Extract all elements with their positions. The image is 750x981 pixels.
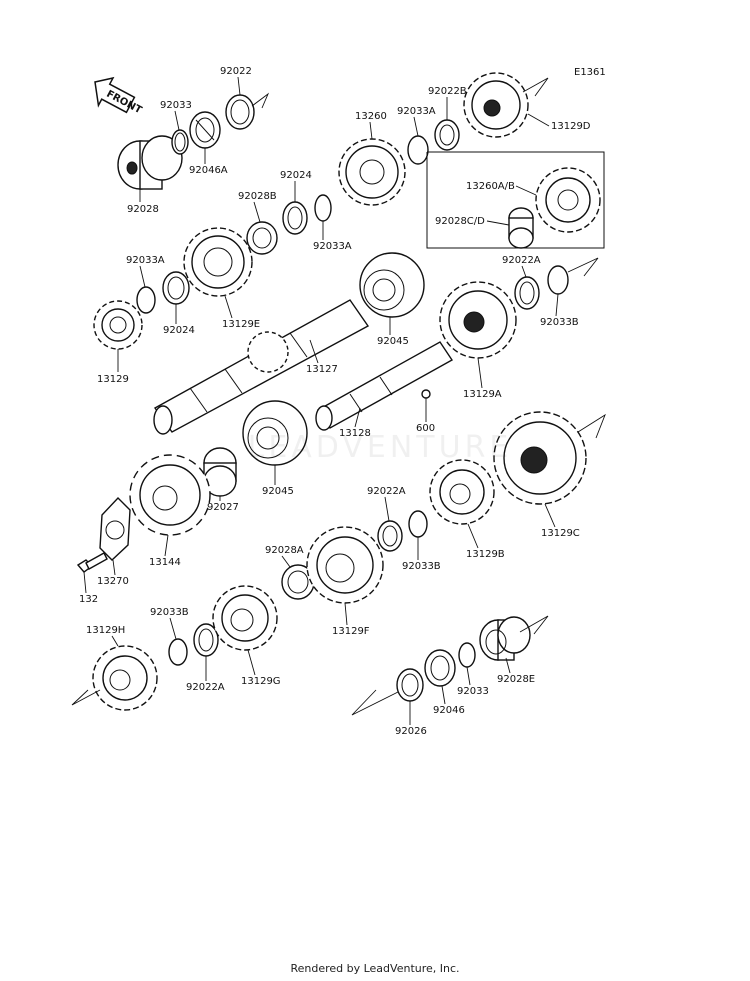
part-washer-92022A-mid[interactable] xyxy=(377,520,403,552)
label-92033A-mid: 92033A xyxy=(313,241,352,252)
label-92024-left: 92024 xyxy=(163,325,195,336)
label-92022-top: 92022 xyxy=(220,66,252,77)
part-washer-92024-left[interactable] xyxy=(162,271,190,305)
part-ring-92033A-top[interactable] xyxy=(407,135,429,165)
part-washer-92022[interactable] xyxy=(225,94,255,130)
label-13129G: 13129G xyxy=(241,676,281,687)
part-gear-13129E[interactable] xyxy=(183,227,253,297)
part-bush-92028B[interactable] xyxy=(246,221,278,255)
diagram-code: E1361 xyxy=(574,67,606,78)
part-gear-13129B[interactable] xyxy=(429,459,495,525)
part-ring-92033A-mid[interactable] xyxy=(314,194,332,222)
label-92033B-low: 92033B xyxy=(150,607,189,618)
part-washer-92022A-low[interactable] xyxy=(193,623,219,657)
part-washer-92022A-top[interactable] xyxy=(514,276,540,310)
part-gear-13129C[interactable] xyxy=(493,411,587,505)
part-ring-92033A-left[interactable] xyxy=(136,286,156,314)
label-92028CD: 92028C/D xyxy=(435,216,485,227)
part-gear-13129F[interactable] xyxy=(306,526,384,604)
label-13260AB: 13260A/B xyxy=(466,181,515,192)
label-92022A-top: 92022A xyxy=(502,255,541,266)
label-13129B: 13129B xyxy=(466,549,505,560)
label-92033B-top: 92033B xyxy=(540,317,579,328)
label-13260: 13260 xyxy=(355,111,387,122)
part-washer-92022B[interactable] xyxy=(434,119,460,151)
label-13129A: 13129A xyxy=(463,389,502,400)
label-13144: 13144 xyxy=(149,557,181,568)
part-ring-92033-low[interactable] xyxy=(458,642,476,668)
label-92028E: 92028E xyxy=(497,674,535,685)
part-bush-92027[interactable] xyxy=(203,447,237,497)
label-92028A: 92028A xyxy=(265,545,304,556)
label-13129E: 13129E xyxy=(222,319,260,330)
inset-box xyxy=(426,151,605,249)
part-ball-600[interactable] xyxy=(421,389,431,399)
label-92033B-mid: 92033B xyxy=(402,561,441,572)
part-shaft-13128[interactable] xyxy=(315,341,454,431)
label-92045-top: 92045 xyxy=(377,336,409,347)
label-92022B: 92022B xyxy=(428,86,467,97)
part-gear-13129G[interactable] xyxy=(212,585,278,651)
label-92024-top: 92024 xyxy=(280,170,312,181)
part-sprocket-13144[interactable] xyxy=(129,454,211,536)
label-13129D: 13129D xyxy=(551,121,591,132)
label-13129F: 13129F xyxy=(332,626,370,637)
part-gear-13129[interactable] xyxy=(93,300,143,350)
label-600: 600 xyxy=(416,423,435,434)
label-132: 132 xyxy=(79,594,98,605)
part-plate-13270[interactable] xyxy=(99,496,131,561)
label-92046: 92046 xyxy=(433,705,465,716)
part-bush-92028CD[interactable] xyxy=(508,207,534,249)
part-bearing-92046[interactable] xyxy=(424,649,456,687)
label-92028-top: 92028 xyxy=(127,204,159,215)
label-92027: 92027 xyxy=(207,502,239,513)
label-92026: 92026 xyxy=(395,726,427,737)
label-92033A-left: 92033A xyxy=(126,255,165,266)
front-arrow-icon: FRONT xyxy=(94,76,144,116)
label-13128: 13128 xyxy=(339,428,371,439)
label-92033-low: 92033 xyxy=(457,686,489,697)
part-ring-92033B-mid[interactable] xyxy=(408,510,428,538)
label-13270: 13270 xyxy=(97,576,129,587)
label-92045-mid: 92045 xyxy=(262,486,294,497)
part-gear-13129A[interactable] xyxy=(439,281,517,359)
label-13129H: 13129H xyxy=(86,625,125,636)
part-gear-13260AB[interactable] xyxy=(535,167,601,233)
label-92028B: 92028B xyxy=(238,191,277,202)
part-ring-92033[interactable] xyxy=(171,129,189,155)
label-92022A-low: 92022A xyxy=(186,682,225,693)
part-bolt-132[interactable] xyxy=(76,552,108,573)
footer-credit: Rendered by LeadVenture, Inc. xyxy=(290,962,460,975)
label-92033A-top: 92033A xyxy=(397,106,436,117)
part-washer-92026[interactable] xyxy=(396,668,424,702)
part-collar-92028[interactable] xyxy=(117,135,183,190)
part-shaft-13127[interactable] xyxy=(153,299,370,435)
label-13129C: 13129C xyxy=(541,528,580,539)
part-gear-13129H[interactable] xyxy=(92,645,158,711)
label-92022A-mid: 92022A xyxy=(367,486,406,497)
part-ring-92033B-top[interactable] xyxy=(547,265,569,295)
label-92046A: 92046A xyxy=(189,165,228,176)
part-washer-92024-top[interactable] xyxy=(282,201,308,235)
leader-lines xyxy=(83,76,559,725)
label-13127: 13127 xyxy=(306,364,338,375)
part-gear-13260[interactable] xyxy=(338,138,406,206)
part-bearing-92046A[interactable] xyxy=(189,111,221,149)
label-92033-top: 92033 xyxy=(160,100,192,111)
part-collar-92028E[interactable] xyxy=(479,616,531,661)
part-gear-13129D[interactable] xyxy=(463,72,529,138)
label-13129: 13129 xyxy=(97,374,129,385)
part-bearing-92045-top[interactable] xyxy=(359,252,425,318)
part-ring-92033B-low[interactable] xyxy=(168,638,188,666)
watermark: LEADVENTURE xyxy=(247,430,513,465)
